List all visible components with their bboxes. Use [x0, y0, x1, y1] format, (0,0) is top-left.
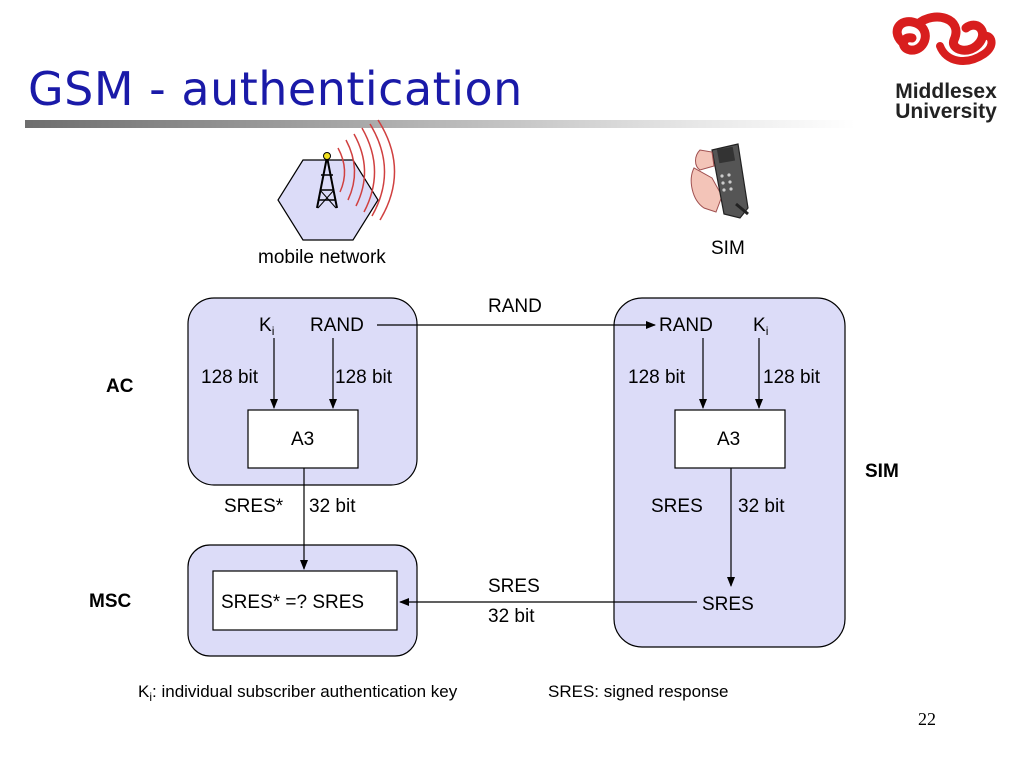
sim-a3-label: A3	[717, 429, 741, 450]
sim-sres-label: SRES	[651, 496, 703, 517]
university-logo	[880, 12, 1008, 130]
ac-a3-label: A3	[291, 429, 315, 450]
ac-ki-sub: i	[271, 324, 275, 338]
ac-a3-box	[247, 409, 359, 469]
ac-block	[187, 297, 418, 486]
ac-ki-bits: 128 bit	[201, 367, 259, 388]
sim-sres-bits: 32 bit	[738, 496, 785, 517]
ki-footnote-main: K	[138, 682, 150, 701]
flow-arrows	[270, 321, 763, 606]
ki-footnote: Ki: individual subscriber authentication…	[138, 682, 457, 704]
ac-rand-bits: 128 bit	[335, 367, 393, 388]
logo-mark-icon	[892, 12, 996, 65]
radio-waves-icon	[337, 119, 396, 221]
ac-side-label: AC	[106, 376, 134, 397]
ki-footnote-sub: i	[149, 690, 153, 704]
msc-compare-box	[212, 570, 398, 631]
sim-sres-result: SRES	[702, 594, 754, 615]
sres-footnote: SRES: signed response	[548, 682, 729, 701]
cell-tower-icon	[277, 152, 379, 241]
sres-transfer-label: SRES	[488, 576, 540, 597]
sim-side-label: SIM	[865, 461, 899, 482]
ki-footnote-desc: : individual subscriber authentication k…	[152, 682, 458, 701]
msc-side-label: MSC	[89, 591, 132, 612]
sim-ki-sub: i	[765, 324, 769, 338]
logo-line-1: Middlesex	[895, 80, 997, 103]
sim-ki-label: Ki	[753, 315, 768, 338]
logo-line-2: University	[895, 100, 997, 123]
sim-block	[613, 297, 846, 648]
ac-sres-star-label: SRES*	[224, 496, 284, 517]
sim-ki-main: K	[753, 315, 766, 336]
mobile-phone-icon	[690, 143, 749, 219]
logo-wordmark: Middlesex University	[884, 80, 1008, 123]
title-underline	[25, 120, 855, 128]
sim-ki-bits: 128 bit	[763, 367, 821, 388]
phone-label: SIM	[711, 238, 745, 259]
page-number: 22	[918, 709, 936, 729]
rand-transfer-label: RAND	[488, 296, 542, 317]
ac-ki-label: Ki	[259, 315, 274, 338]
slide-title: GSM - authentication	[28, 62, 523, 116]
network-label: mobile network	[258, 247, 386, 268]
sim-rand-label: RAND	[659, 315, 713, 336]
msc-compare-label: SRES* =? SRES	[221, 592, 365, 613]
ac-ki-main: K	[259, 315, 272, 336]
ac-sres-bits: 32 bit	[309, 496, 356, 517]
sim-rand-bits: 128 bit	[628, 367, 686, 388]
sres-transfer-bits: 32 bit	[488, 606, 535, 627]
sim-a3-box	[674, 409, 786, 469]
ac-rand-label: RAND	[310, 315, 364, 336]
